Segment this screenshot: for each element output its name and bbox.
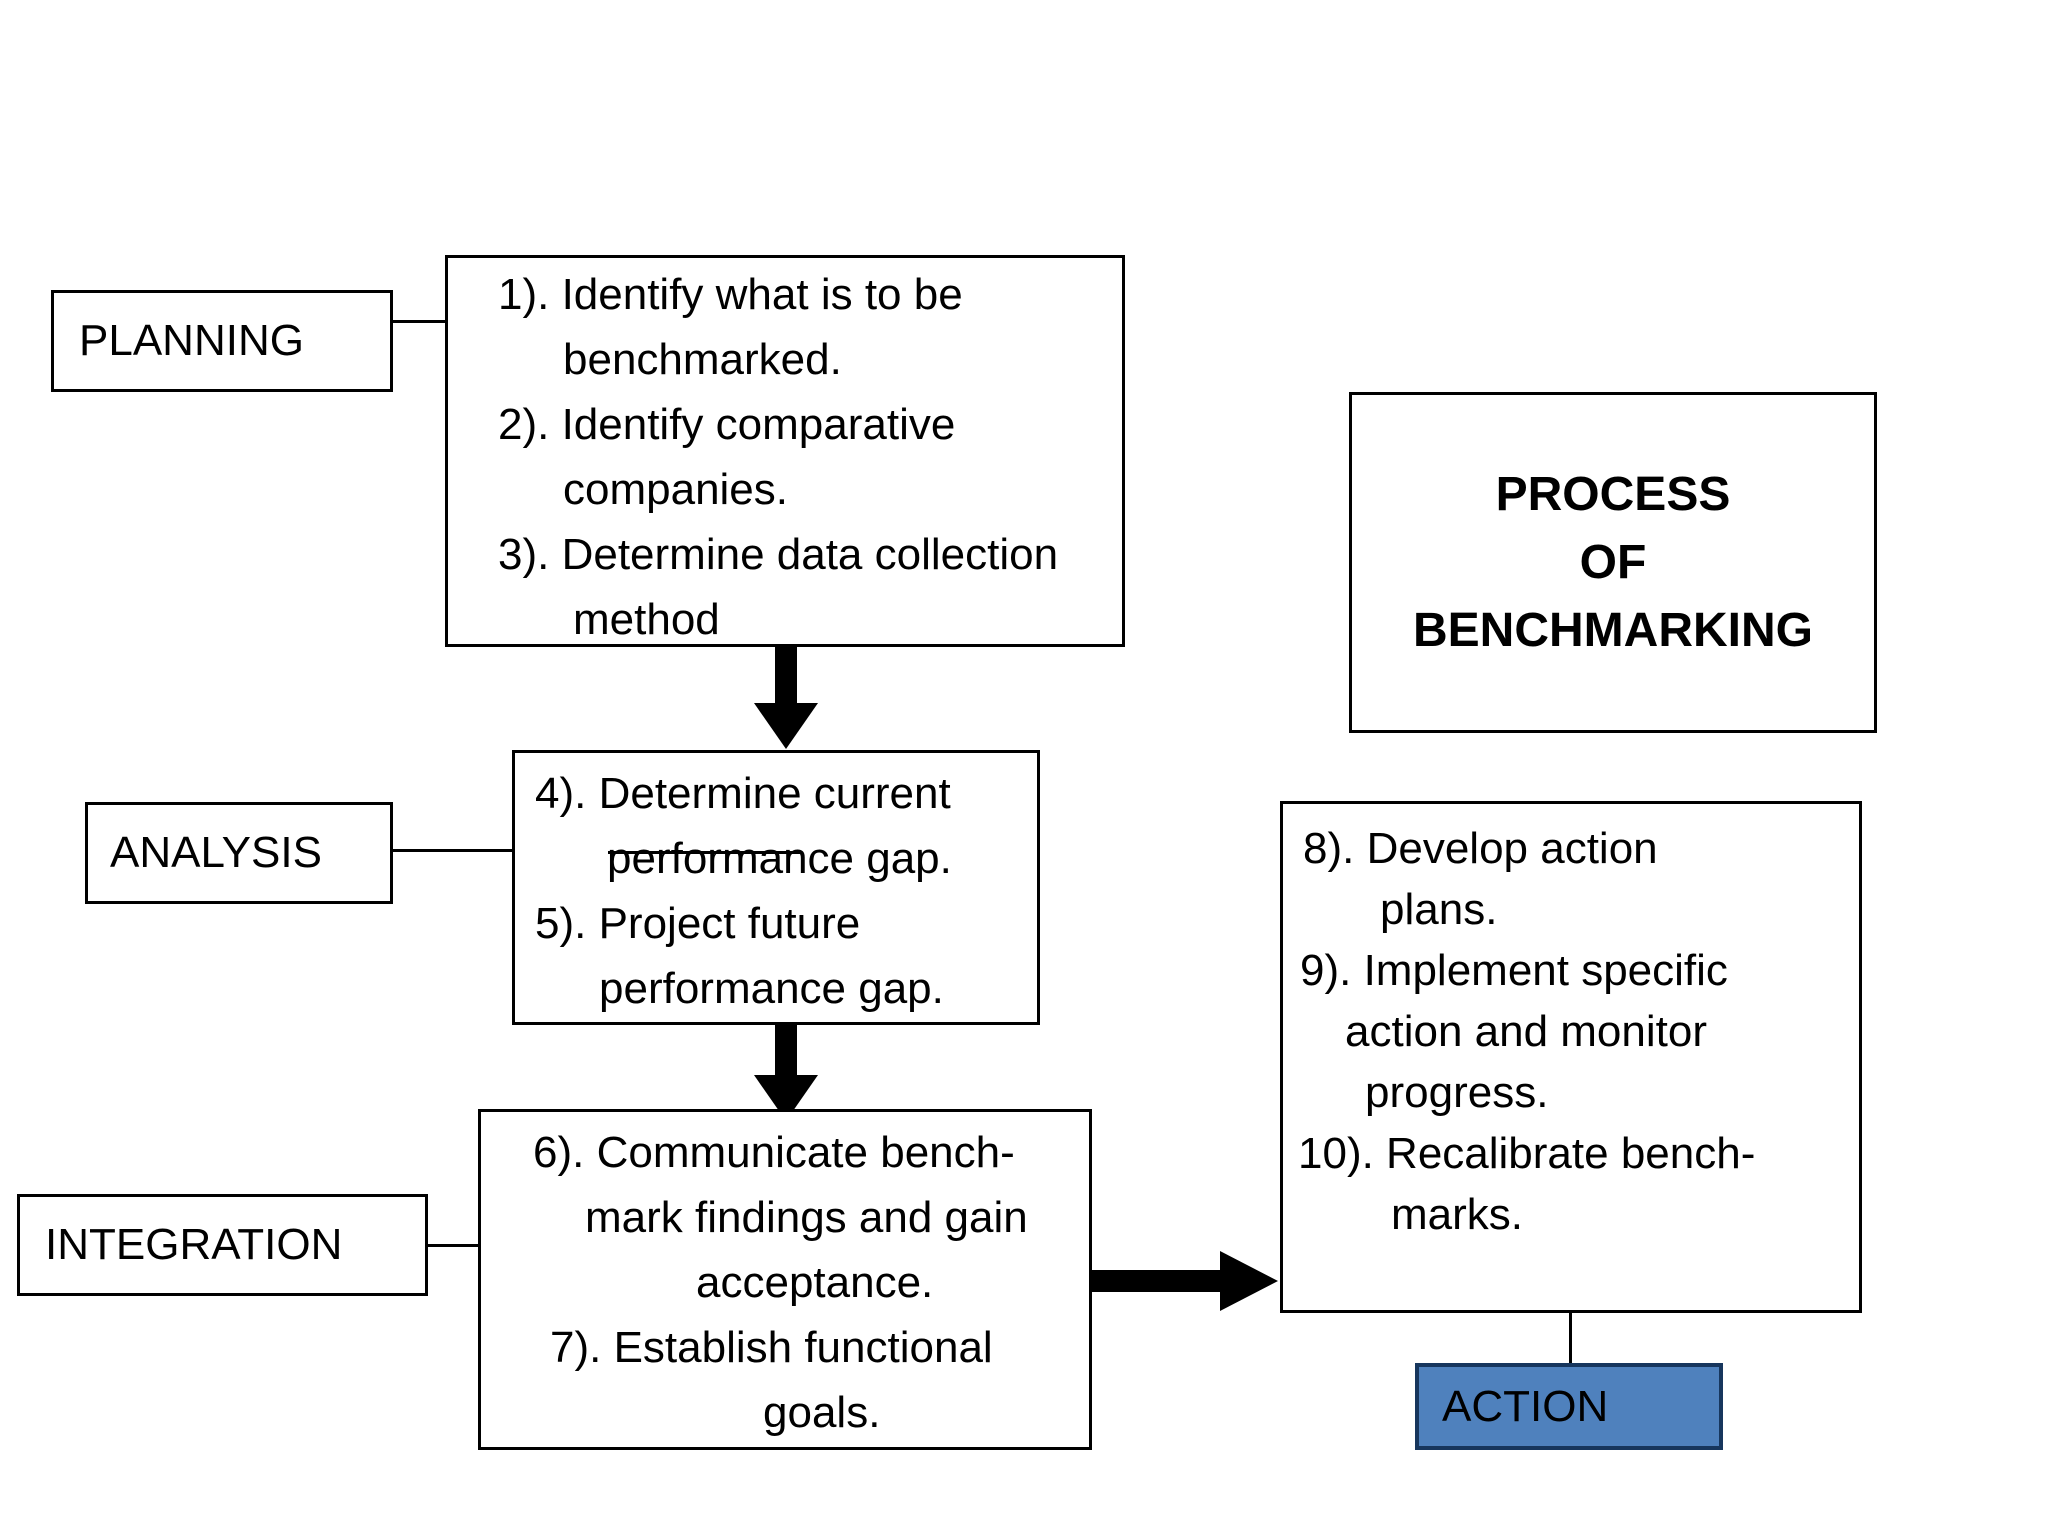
analysis-label: ANALYSIS: [110, 828, 322, 877]
step-line: 6). Communicate bench-: [533, 1127, 1015, 1177]
process-title-box: PROCESS OF BENCHMARKING: [1349, 392, 1877, 733]
step-line: performance gap.: [607, 833, 952, 883]
step-line: benchmarked.: [563, 334, 842, 384]
step-line: 2). Identify comparative: [498, 399, 956, 449]
planning-steps-box: 1). Identify what is to be benchmarked. …: [445, 255, 1125, 647]
down-arrow-icon: [775, 1023, 797, 1075]
integration-label: INTEGRATION: [45, 1220, 343, 1269]
step-line: 7). Establish functional: [550, 1322, 993, 1372]
planning-label: PLANNING: [79, 316, 304, 365]
step-line: progress.: [1365, 1067, 1549, 1117]
step-line: marks.: [1391, 1189, 1523, 1239]
down-arrow-icon: [775, 645, 797, 703]
connector-integration: [428, 1244, 478, 1247]
step-line: action and monitor: [1345, 1006, 1707, 1056]
right-arrow-icon: [1090, 1270, 1220, 1292]
action-steps-box: 8). Develop action plans. 9). Implement …: [1280, 801, 1862, 1313]
step-line: 9). Implement specific: [1300, 945, 1728, 995]
step-line: performance gap.: [599, 963, 944, 1013]
step-line: 10). Recalibrate bench-: [1298, 1128, 1756, 1178]
integration-steps-box: 6). Communicate bench- mark findings and…: [478, 1109, 1092, 1450]
analysis-label-box: ANALYSIS: [85, 802, 393, 904]
step-line: 1). Identify what is to be: [498, 269, 963, 319]
step-line: method: [573, 594, 720, 644]
title-line: BENCHMARKING: [1413, 603, 1813, 657]
step-line: mark findings and gain: [585, 1192, 1028, 1242]
step-line: acceptance.: [696, 1257, 934, 1307]
step-line: 4). Determine current: [535, 768, 951, 818]
planning-label-box: PLANNING: [51, 290, 393, 392]
analysis-steps-box: 4). Determine current performance gap. 5…: [512, 750, 1040, 1025]
step-line: 8). Develop action: [1303, 823, 1658, 873]
connector-planning: [393, 320, 445, 323]
step-line: goals.: [763, 1387, 881, 1437]
step-line: plans.: [1380, 884, 1498, 934]
connector-action: [1569, 1313, 1572, 1363]
step-line: companies.: [563, 464, 789, 514]
connector-analysis: [393, 849, 512, 852]
right-arrow-icon: [1220, 1251, 1278, 1311]
title-line: PROCESS: [1495, 467, 1731, 521]
action-label: ACTION: [1442, 1381, 1609, 1431]
integration-label-box: INTEGRATION: [17, 1194, 428, 1296]
step-line: 5). Project future: [535, 898, 861, 948]
step-line: 3). Determine data collection: [498, 529, 1059, 579]
down-arrow-icon: [754, 703, 818, 749]
title-line: OF: [1579, 535, 1647, 589]
strike-line: [608, 851, 800, 854]
action-label-box: ACTION: [1415, 1363, 1723, 1450]
